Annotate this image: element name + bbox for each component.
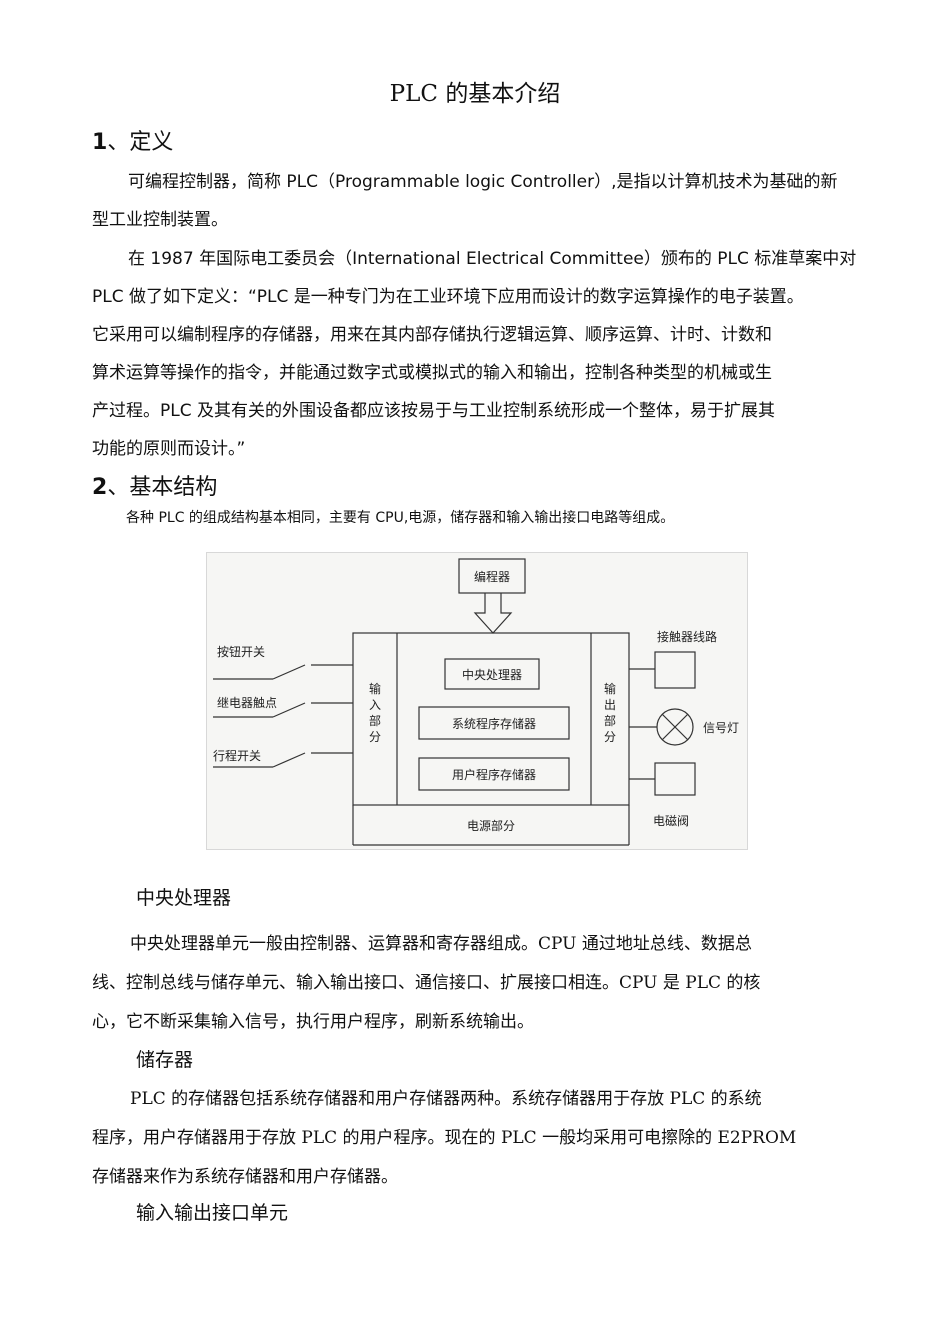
text-line: PLC 做了如下定义：“PLC 是一种专门为在工业环境下应用而设计的数字运算操作… (92, 287, 804, 307)
text-line: 在 1987 年国际电工委员会（International Electrical… (128, 249, 857, 269)
text-line: 型工业控制装置。 (92, 210, 228, 230)
subheading-io-unit: 输入输出接口单元 (136, 1202, 289, 1224)
contactor-box (654, 651, 696, 689)
output-part-char: 出 (604, 698, 616, 712)
input-part-char: 入 (369, 698, 381, 712)
input-label-button-switch: 按钮开关 (217, 644, 265, 659)
text-line: 线、控制总线与储存单元、输入输出接口、通信接口、扩展接口相连。CPU 是 PLC… (92, 973, 761, 993)
text-line: 它采用可以编制程序的存储器，用来在其内部存储执行逻辑运算、顺序运算、计时、计数和 (92, 325, 772, 345)
section-title: 基本结构 (129, 475, 218, 500)
section-heading-definition: 1、定义 (92, 124, 173, 156)
diagram-svg: 编程器 中央处理器 系统程序存储器 用户程序存储器 电源部分 输 入 部 分 输… (213, 558, 739, 846)
page-title: PLC 的基本介绍 (389, 81, 561, 107)
programmer-label: 编程器 (474, 569, 510, 584)
definition-paragraph-1: 可编程控制器，简称 PLC（Programmable logic Control… (92, 163, 862, 239)
output-label-signal-lamp: 信号灯 (703, 721, 739, 735)
subheading-cpu: 中央处理器 (136, 887, 232, 909)
text-line: 心，它不断采集输入信号，执行用户程序，刷新系统输出。 (92, 1012, 534, 1032)
power-label: 电源部分 (467, 818, 515, 833)
user-memory-box (418, 757, 570, 791)
section-heading-structure: 2、基本结构 (92, 469, 217, 501)
text-line: 中央处理器单元一般由控制器、运算器和寄存器组成。CPU 通过地址总线、数据总 (130, 934, 752, 954)
cpu-label: 中央处理器 (462, 667, 522, 682)
cpu-paragraph: 中央处理器单元一般由控制器、运算器和寄存器组成。CPU 通过地址总线、数据总 线… (92, 925, 862, 1042)
cpu-box (444, 658, 540, 690)
input-label-limit-switch: 行程开关 (213, 748, 261, 763)
text-line: 功能的原则而设计。” (92, 439, 246, 459)
section-title: 定义 (129, 130, 174, 155)
text-line: PLC 的存储器包括系统存储器和用户存储器两种。系统存储器用于存放 PLC 的系… (130, 1089, 762, 1109)
output-part-char: 输 (604, 681, 616, 696)
section-separator: 、 (107, 475, 130, 500)
plc-structure-diagram: 编程器 中央处理器 系统程序存储器 用户程序存储器 电源部分 输 入 部 分 输… (206, 552, 748, 850)
text-line: 产过程。PLC 及其有关的外围设备都应该按易于与工业控制系统形成一个整体，易于扩… (92, 401, 775, 421)
memory-paragraph: PLC 的存储器包括系统存储器和用户存储器两种。系统存储器用于存放 PLC 的系… (92, 1080, 862, 1197)
input-part-char: 部 (369, 713, 381, 728)
output-label-contactor: 接触器线路 (657, 629, 717, 644)
programmer-arrow (473, 593, 513, 634)
section-separator: 、 (107, 130, 130, 155)
text-line: 程序，用户存储器用于存放 PLC 的用户程序。现在的 PLC 一般均采用可电擦除… (92, 1128, 797, 1148)
system-memory-box (418, 706, 570, 740)
text-line: 算术运算等操作的指令，并能通过数字式或模拟式的输入和输出，控制各种类型的机械或生 (92, 363, 772, 383)
section-number: 2 (92, 475, 108, 500)
structure-intro: 各种 PLC 的组成结构基本相同，主要有 CPU,电源，储存器和输入输出接口电路… (126, 510, 675, 526)
input-part-char: 分 (369, 730, 381, 744)
output-part-char: 部 (604, 713, 616, 728)
input-part-char: 输 (369, 681, 381, 696)
programmer-box (458, 558, 526, 594)
subheading-memory: 储存器 (136, 1049, 194, 1071)
text-line: 可编程控制器，简称 PLC（Programmable logic Control… (128, 172, 838, 192)
plc-main-box (352, 632, 630, 806)
system-memory-label: 系统程序存储器 (452, 716, 536, 731)
text-line: 存储器来作为系统存储器和用户存储器。 (92, 1167, 398, 1187)
input-label-relay-contact: 继电器触点 (217, 696, 277, 710)
solenoid-valve-box (654, 762, 696, 796)
signal-lamp (656, 708, 694, 746)
output-part-char: 分 (604, 730, 616, 744)
section-number: 1 (92, 130, 108, 155)
user-memory-label: 用户程序存储器 (452, 767, 536, 782)
definition-paragraph-2: 在 1987 年国际电工委员会（International Electrical… (92, 240, 862, 468)
output-label-solenoid-valve: 电磁阀 (653, 813, 689, 828)
